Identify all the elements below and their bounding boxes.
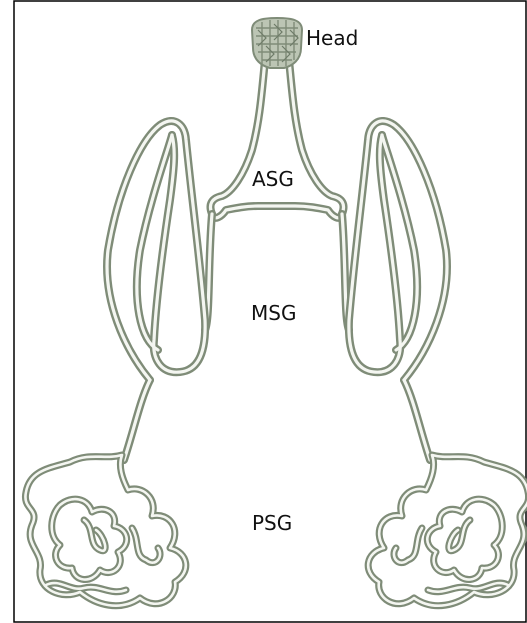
left-posterior-gland [25,455,185,606]
msg-label: MSG [251,301,296,325]
head-knob [252,18,302,68]
head-label: Head [306,26,358,50]
asg-label: ASG [252,167,294,191]
left-gland-lobe [107,121,205,460]
right-gland-lobe [349,121,447,460]
anterior-gland [205,60,349,330]
right-posterior-gland [368,455,527,606]
psg-label: PSG [252,511,292,535]
